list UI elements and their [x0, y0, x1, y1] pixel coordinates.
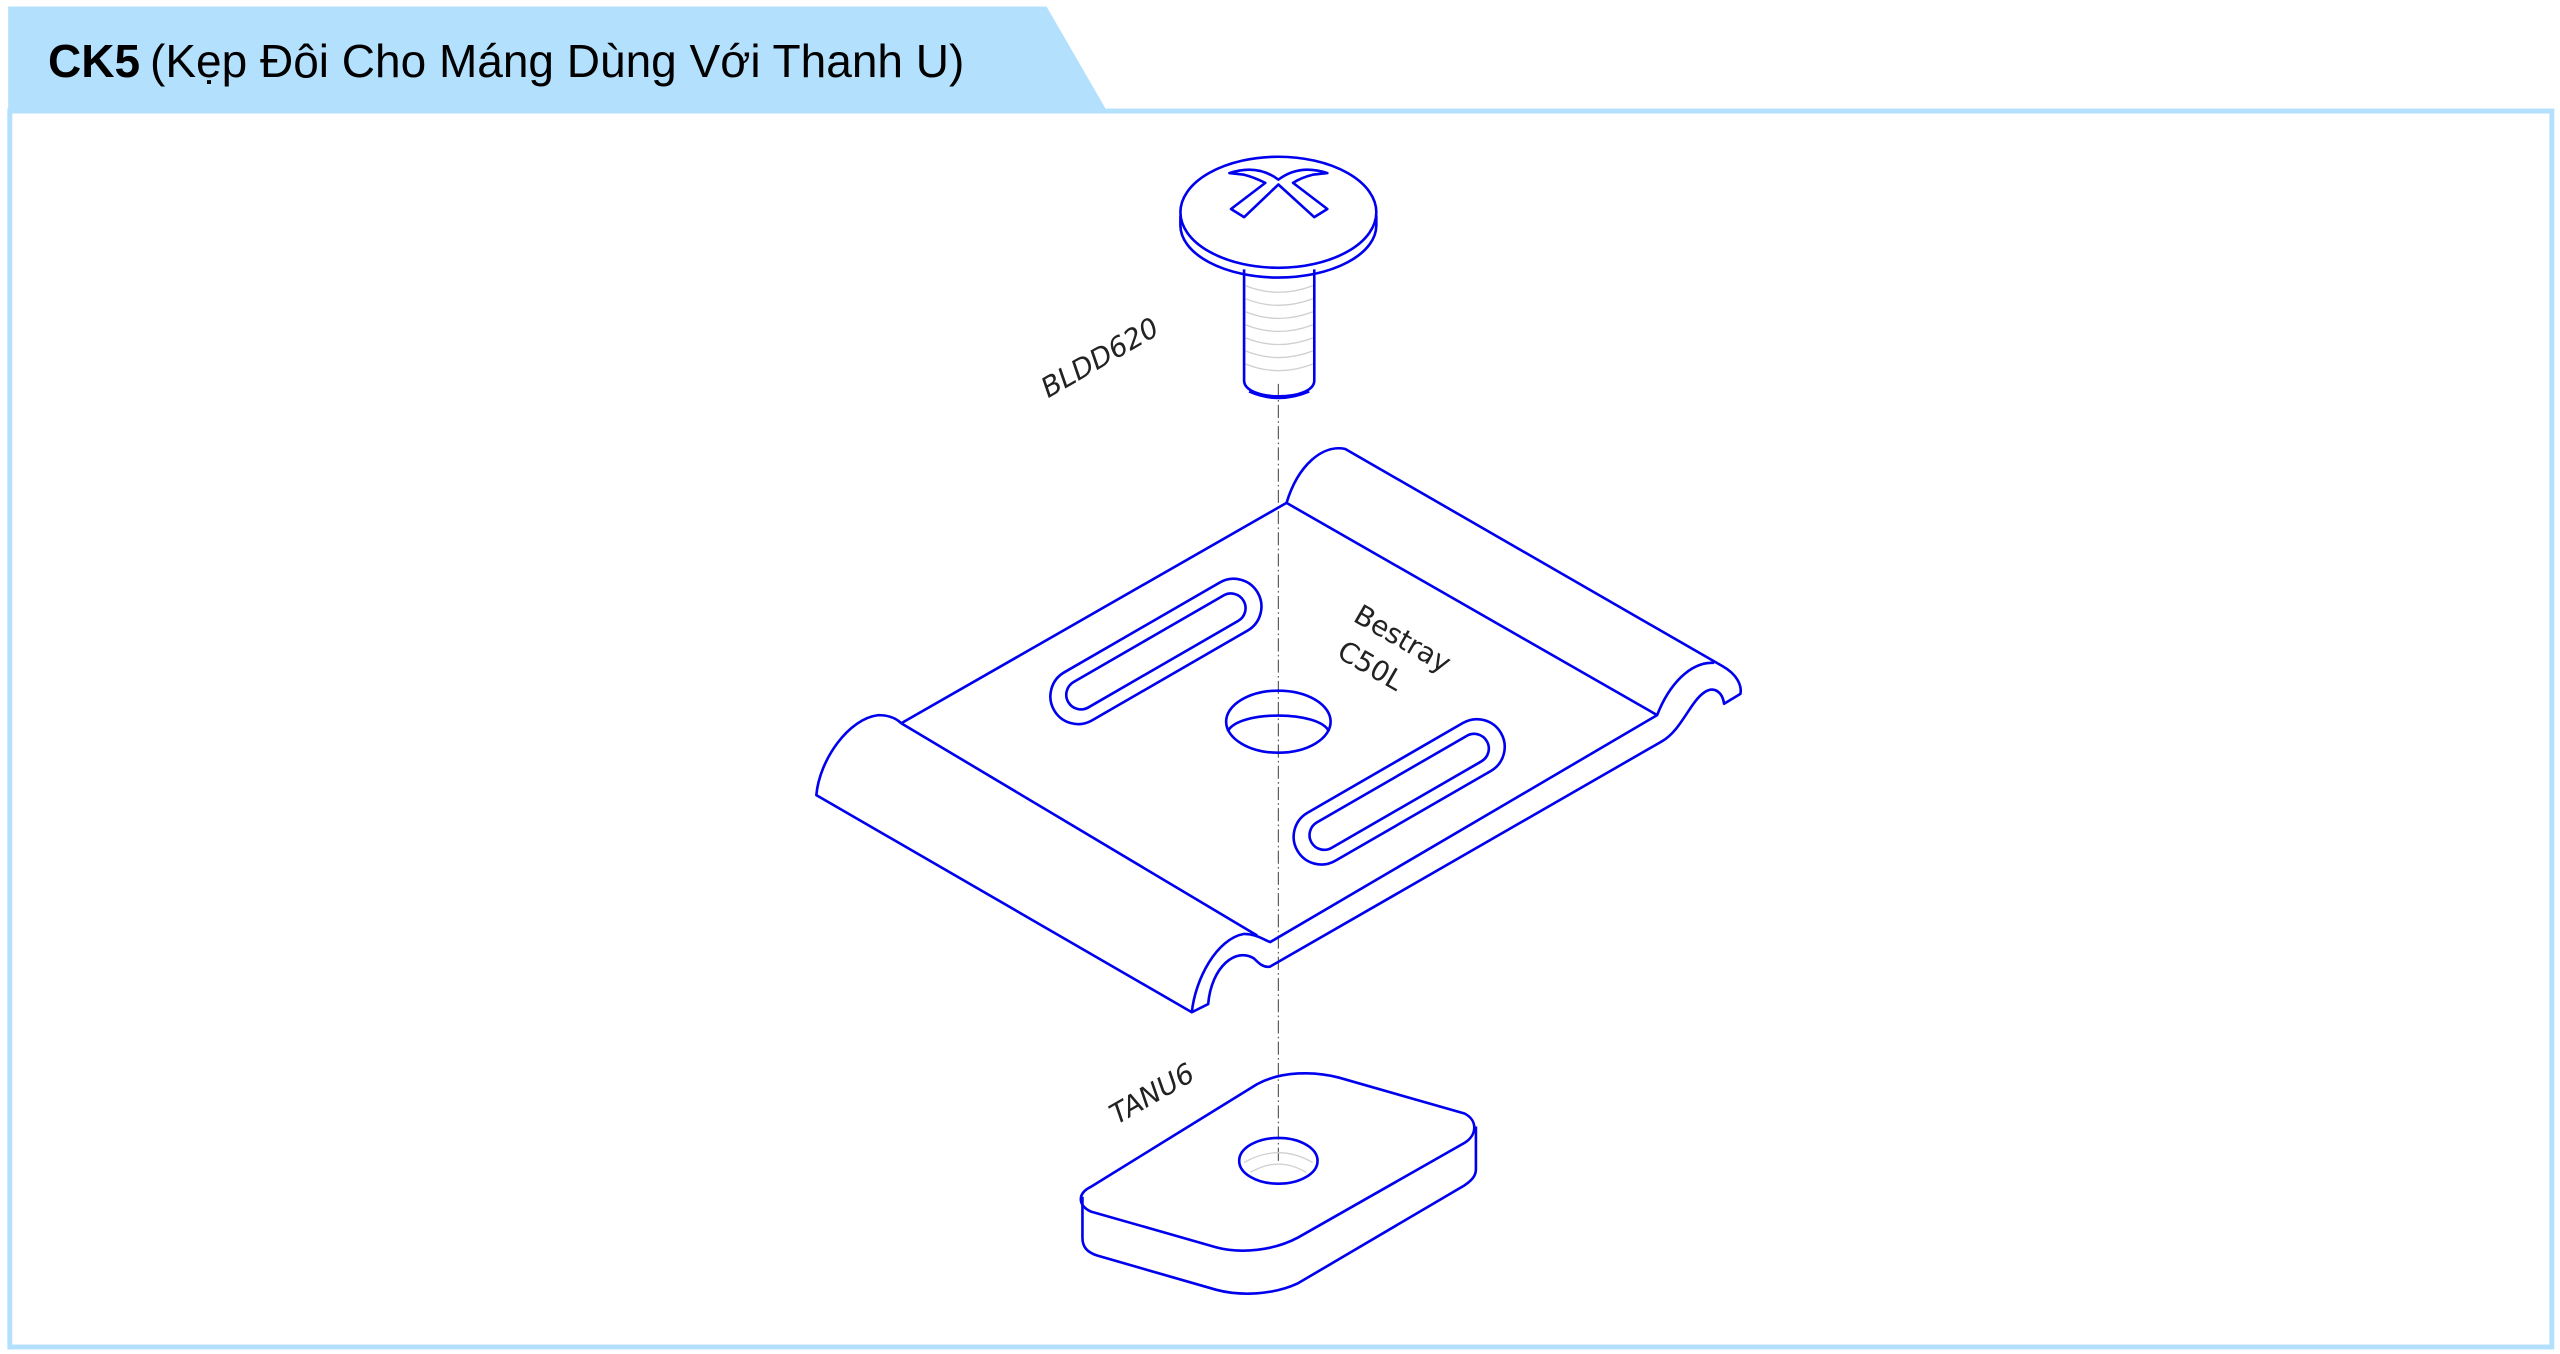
nut-tanu6	[1079, 1071, 1478, 1295]
header-tab	[8, 6, 1107, 112]
screw-bldd620	[1179, 155, 1378, 400]
product-code: CK5	[48, 35, 141, 87]
screw-label: BLDD620	[1035, 311, 1164, 405]
nut-label: TANU6	[1104, 1056, 1200, 1131]
content-frame	[7, 108, 2555, 1350]
nut-hole	[1237, 1136, 1319, 1186]
bolt-hole	[1224, 689, 1332, 754]
product-description: (Kẹp Đôi Cho Máng Dùng Với Thanh U)	[150, 35, 965, 87]
page-title: CK5(Kẹp Đôi Cho Máng Dùng Với Thanh U)	[48, 34, 964, 88]
